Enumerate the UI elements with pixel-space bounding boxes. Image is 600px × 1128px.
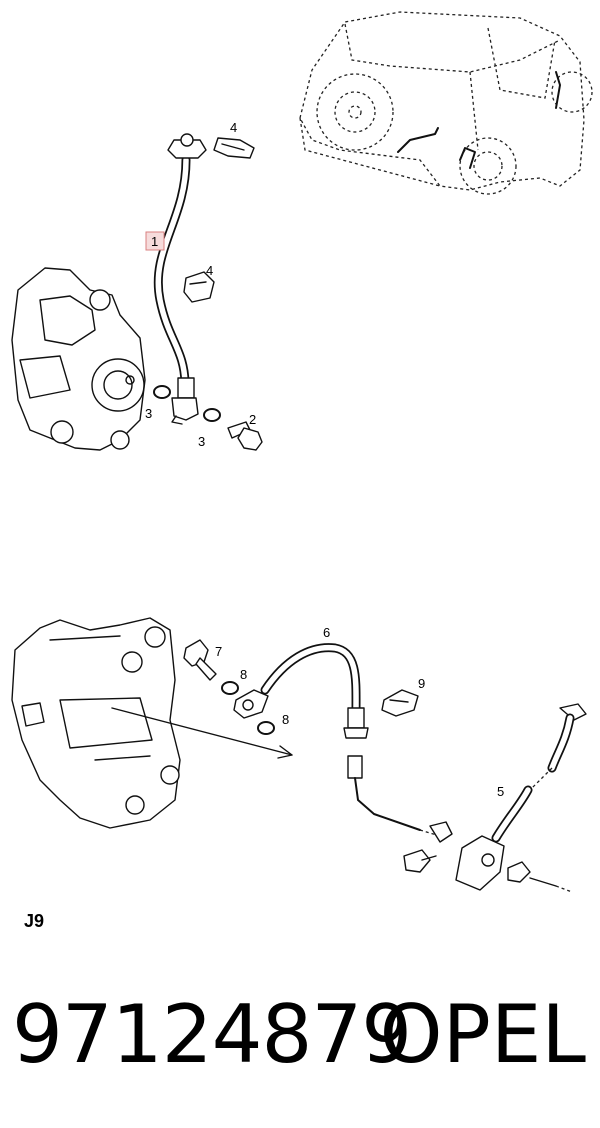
pointer-arrow <box>111 707 293 759</box>
clip-middle <box>183 271 215 303</box>
callout-5[interactable]: 5 <box>497 784 504 799</box>
banjo-bolt-upper <box>227 421 263 451</box>
brake-pipe <box>347 755 453 873</box>
brake-hose-front <box>153 133 207 425</box>
banjo-bolt-lower <box>183 639 217 681</box>
parts-diagram: 1 2 3 3 4 4 <box>11 11 593 931</box>
front-caliper-illustration <box>11 267 146 451</box>
washer-lower-top <box>221 681 239 695</box>
callout-3a[interactable]: 3 <box>145 406 152 421</box>
washer-lower-bottom <box>257 721 275 735</box>
brand-name: OPEL <box>379 988 586 1081</box>
vehicle-illustration <box>299 11 593 195</box>
rear-caliper-illustration <box>11 617 181 829</box>
callout-8b[interactable]: 8 <box>282 712 289 727</box>
washer-left <box>153 385 171 399</box>
brake-hose-rear <box>233 643 369 739</box>
callout-1[interactable]: 1 <box>151 234 158 249</box>
brake-hose-5 <box>455 703 587 893</box>
clip-upper <box>213 137 255 159</box>
part-number: 97124879 <box>12 988 412 1081</box>
callout-4b[interactable]: 4 <box>206 263 213 278</box>
callout-3b[interactable]: 3 <box>198 434 205 449</box>
callout-6[interactable]: 6 <box>323 625 330 640</box>
clip-lower <box>381 689 419 717</box>
callout-9[interactable]: 9 <box>418 676 425 691</box>
section-label: J9 <box>24 911 44 931</box>
footer: 97124879 OPEL <box>0 985 600 1095</box>
callout-2[interactable]: 2 <box>249 412 256 427</box>
callout-1-highlight <box>145 231 165 251</box>
washer-right <box>203 408 221 422</box>
callout-8a[interactable]: 8 <box>240 667 247 682</box>
callout-4a[interactable]: 4 <box>230 120 237 135</box>
callout-7[interactable]: 7 <box>215 644 222 659</box>
